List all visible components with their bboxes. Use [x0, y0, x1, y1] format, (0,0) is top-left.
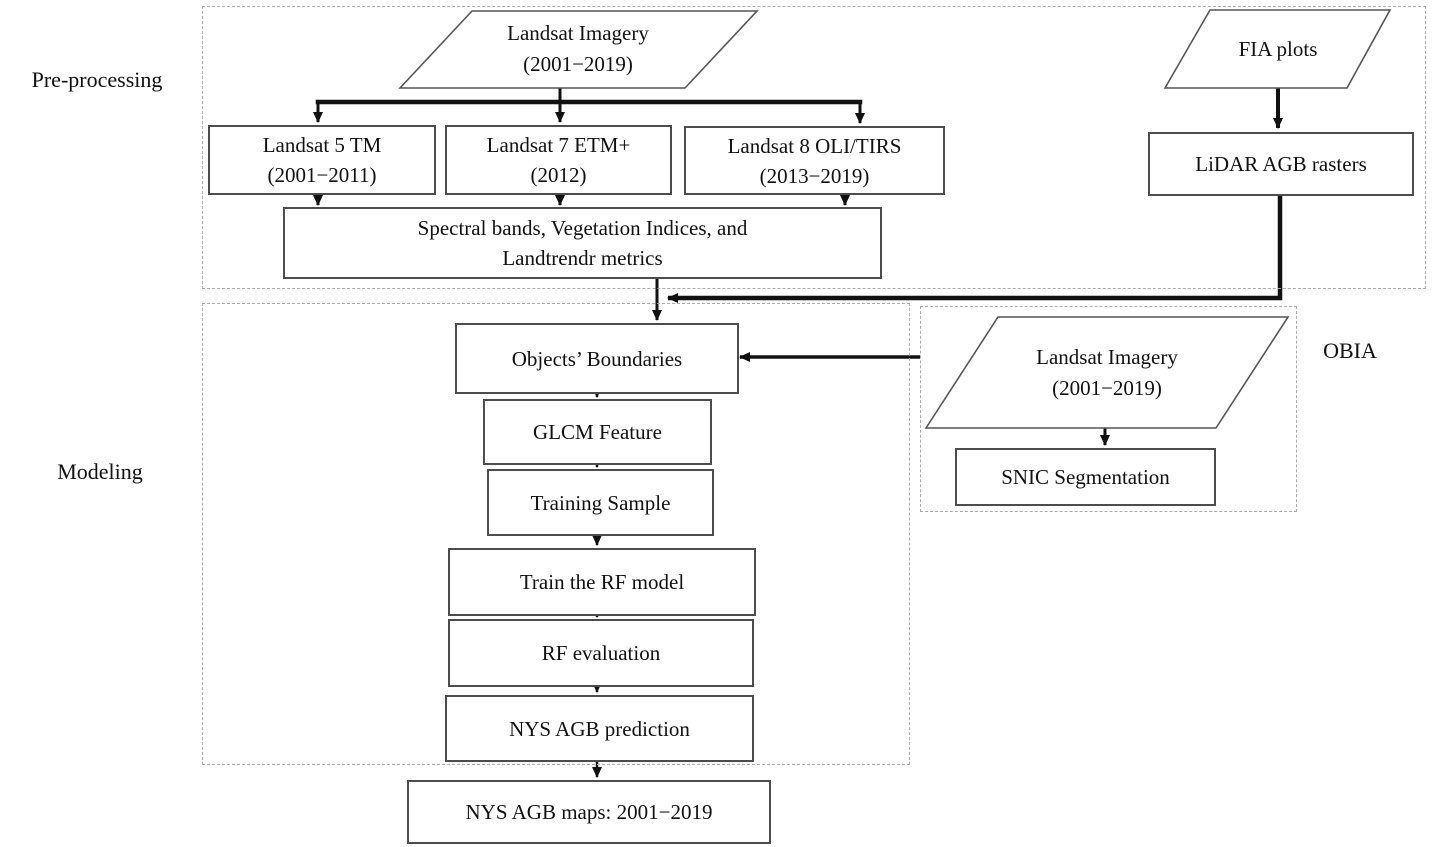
node-label: RF evaluation: [541, 641, 661, 665]
parallelogram-landsat-imagery-obia: [924, 316, 1290, 429]
node-landsat8-oli: Landsat 8 OLI/TIRS (2013−2019): [684, 126, 945, 195]
node-lidar-agb-rasters: LiDAR AGB rasters: [1148, 132, 1414, 196]
node-label: NYS AGB maps: 2001−2019: [465, 800, 713, 824]
node-glcm-feature: GLCM Feature: [483, 399, 712, 465]
edge-lidar-junction: [667, 192, 1283, 303]
node-label: Landtrendr metrics: [502, 246, 663, 270]
node-label: (2012): [530, 163, 587, 187]
node-label: SNIC Segmentation: [1001, 465, 1170, 489]
label-preprocessing: Pre-processing: [31, 67, 163, 92]
node-fia-plots: FIA plots: [1188, 34, 1368, 64]
parallelogram-fia-plots: [1163, 9, 1392, 89]
node-landsat-imagery: Landsat Imagery (2001−2019): [438, 15, 718, 83]
node-label: NYS AGB prediction: [509, 716, 690, 741]
section-modeling: [202, 303, 910, 765]
node-rf-evaluation: RF evaluation: [448, 619, 754, 687]
node-label: LiDAR AGB rasters: [1195, 152, 1367, 176]
node-label: (2001−2011): [267, 163, 377, 187]
node-label: Objects’ Boundaries: [511, 346, 683, 371]
parallelogram-landsat-imagery: [398, 10, 759, 89]
node-label: GLCM Feature: [533, 420, 662, 444]
section-obia: [920, 306, 1297, 512]
node-nys-agb-maps: NYS AGB maps: 2001−2019: [407, 780, 771, 844]
node-landsat-imagery-obia: Landsat Imagery (2001−2019): [967, 340, 1247, 406]
node-label: Landsat Imagery: [1036, 345, 1178, 369]
node-label: Landsat Imagery: [507, 21, 649, 45]
node-landsat5-tm: Landsat 5 TM (2001−2011): [208, 125, 436, 195]
node-label: Spectral bands, Vegetation Indices, and: [417, 216, 748, 240]
node-label: Training Sample: [530, 490, 671, 515]
node-snic-segmentation: SNIC Segmentation: [955, 448, 1216, 506]
section-preprocessing: [202, 6, 1426, 289]
node-label: FIA plots: [1238, 36, 1318, 61]
node-label: Landsat 7 ETM+: [486, 133, 631, 157]
node-training-sample: Training Sample: [487, 469, 714, 536]
label-obia: OBIA: [1323, 338, 1377, 363]
node-label: Landsat 8 OLI/TIRS: [727, 133, 902, 158]
node-objects-boundaries: Objects’ Boundaries: [455, 323, 739, 394]
node-train-rf-model: Train the RF model: [448, 548, 756, 616]
node-label: (2001−2019): [523, 52, 633, 76]
node-spectral-bands: Spectral bands, Vegetation Indices, and …: [283, 207, 882, 279]
node-nys-agb-prediction: NYS AGB prediction: [445, 695, 754, 762]
node-label: (2013−2019): [759, 163, 870, 188]
node-label: (2001−2019): [1052, 376, 1162, 400]
node-label: Train the RF model: [519, 570, 685, 594]
node-label: Landsat 5 TM: [262, 133, 382, 157]
label-modeling: Modeling: [57, 459, 143, 484]
node-landsat7-etm: Landsat 7 ETM+ (2012): [445, 125, 672, 195]
